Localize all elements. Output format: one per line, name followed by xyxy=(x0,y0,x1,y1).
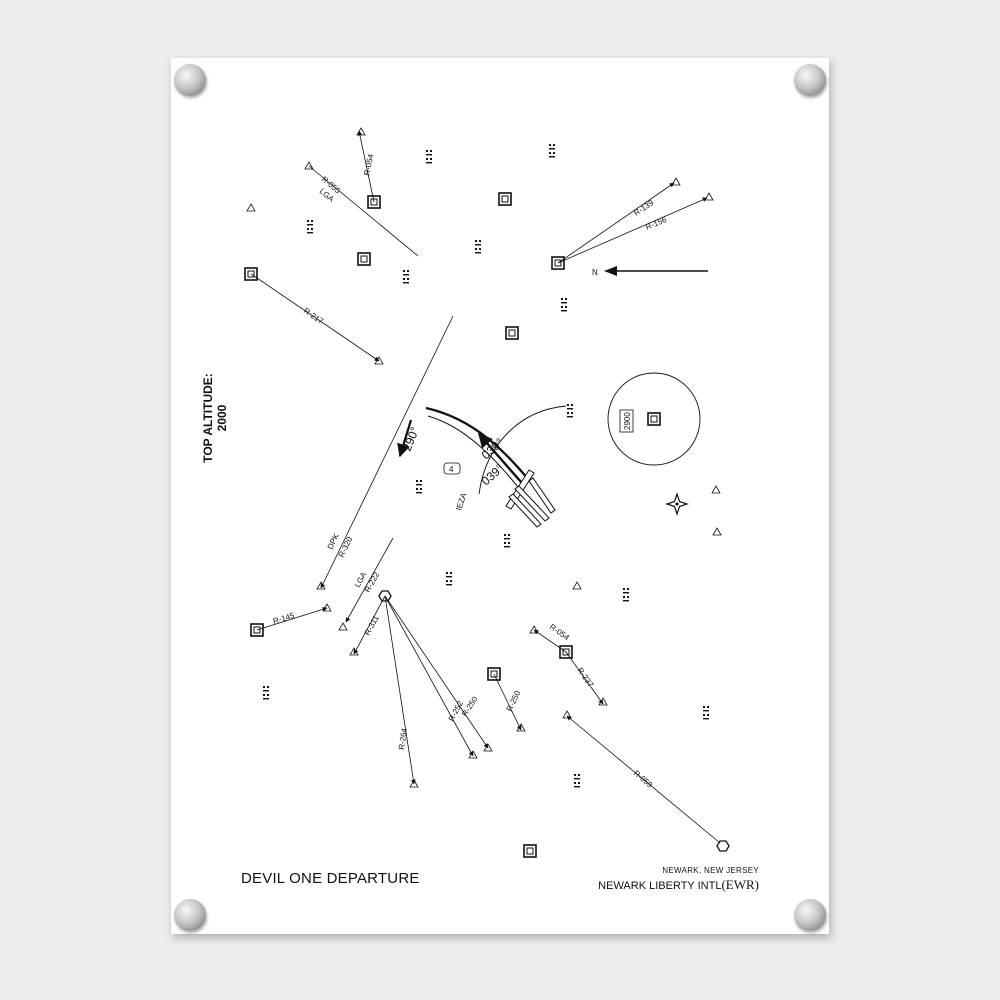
radial-label: R-054 xyxy=(548,622,571,642)
triangle-icon xyxy=(704,192,714,201)
vor-icon xyxy=(505,326,519,340)
triangle-icon xyxy=(468,750,478,759)
mounting-bolt-icon xyxy=(794,899,826,931)
msa-circle: 2900 xyxy=(607,372,701,466)
vor-icon xyxy=(357,252,371,266)
mounting-bolt-icon xyxy=(794,64,826,96)
top-altitude-block: TOP ALTITUDE: 2000 xyxy=(201,358,229,478)
heading-label: 039° xyxy=(479,461,507,488)
airport-line: NEWARK LIBERTY INTL(EWR) xyxy=(598,877,759,893)
vor-icon xyxy=(647,412,661,426)
triangle-icon xyxy=(322,603,332,612)
triangle-icon xyxy=(338,622,348,631)
radial-label: R-059 xyxy=(632,769,655,790)
runway-icon xyxy=(505,469,556,528)
location-block: NEWARK, NEW JERSEY NEWARK LIBERTY INTL(E… xyxy=(598,866,759,893)
top-altitude-value: 2000 xyxy=(215,404,229,432)
vor-icon xyxy=(498,192,512,206)
chart-poster: N 2900 4 xyxy=(171,58,829,934)
hexagon-navaid-icon xyxy=(716,840,730,852)
waypoint-star-icon xyxy=(665,492,689,516)
procedure-name: DEVIL ONE DEPARTURE xyxy=(241,870,420,887)
triangle-icon xyxy=(562,710,572,719)
radial-label: R-311 xyxy=(363,614,381,637)
msa-altitude-label: 2900 xyxy=(623,412,632,430)
north-label: N xyxy=(592,268,598,277)
triangle-icon xyxy=(572,581,582,590)
radial-lines xyxy=(250,130,721,844)
triangle-icon xyxy=(374,356,384,365)
north-arrow: N xyxy=(592,266,708,277)
triangle-icon xyxy=(712,527,722,536)
radial-labels: R-054 R-055 LGA R-139 R-156 R-217 DPK R-… xyxy=(272,153,668,790)
fix-badge: 4 xyxy=(443,462,461,475)
radial-label: R-145 xyxy=(272,611,296,626)
mounting-bolt-icon xyxy=(174,64,206,96)
radial-label: R-264 xyxy=(397,727,409,750)
airport-name: NEWARK LIBERTY INTL xyxy=(598,880,722,892)
location-city: NEWARK, NEW JERSEY xyxy=(662,866,759,875)
radial-label: R-139 xyxy=(632,198,656,218)
airport-code: (EWR) xyxy=(721,877,759,892)
top-altitude-label: TOP ALTITUDE: xyxy=(201,373,215,463)
triangle-icon xyxy=(356,127,366,136)
heading-label: 290° xyxy=(400,425,422,453)
triangle-icon xyxy=(246,203,256,212)
mounting-bolt-icon xyxy=(174,899,206,931)
radial-label: R-237 xyxy=(575,666,595,689)
vor-icon xyxy=(523,844,537,858)
radial-label: DPK xyxy=(326,532,342,551)
fix-label: IEZA xyxy=(454,491,468,511)
departure-chart-diagram: N 2900 4 xyxy=(244,127,730,858)
radial-label: R-156 xyxy=(644,215,668,232)
triangle-icon xyxy=(711,485,721,494)
fix-badge-label: 4 xyxy=(449,465,454,474)
radial-label: R-217 xyxy=(302,306,326,326)
